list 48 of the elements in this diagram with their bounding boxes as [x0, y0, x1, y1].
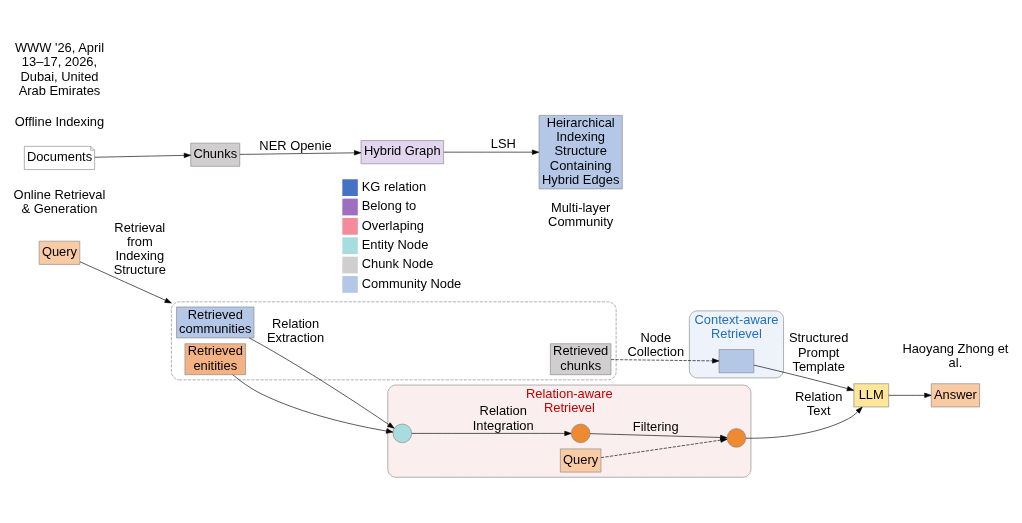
node-circle	[392, 423, 412, 444]
arrow	[248, 337, 395, 429]
edge-label: LSH	[490, 136, 516, 152]
edge-label: Structured Prompt Template	[788, 330, 849, 374]
legend-label: Overlaping	[361, 217, 425, 233]
node-box: Retrieved communities	[176, 306, 255, 339]
arrow	[94, 152, 191, 158]
label: WWW '26, April 13–17, 2026, Dubai, United Arab Emirates	[14, 40, 105, 98]
cluster	[171, 301, 617, 381]
legend-label: Community Node	[361, 275, 462, 291]
arrow	[239, 150, 362, 156]
legend-label: KG relation	[361, 178, 427, 194]
arrow	[745, 406, 863, 439]
node-box: Retrieved enitities	[184, 343, 246, 376]
node-box: Hybrid Graph	[360, 140, 444, 165]
label: Offline Indexing	[14, 114, 105, 130]
edge-label: Node Collection	[627, 329, 685, 359]
label: Haoyang Zhong et al.	[902, 340, 1009, 370]
label: Online Retrieval & Generation	[13, 186, 106, 216]
arrow	[888, 392, 932, 398]
edge-label: Filtering	[632, 418, 679, 434]
node-box: Heirarchical Indexing Structure Containing Hybrid Edges	[538, 115, 623, 190]
node-box: Answer	[930, 383, 980, 408]
node-box: Query	[560, 448, 602, 473]
arrow	[79, 261, 172, 304]
legend-label: Entity Node	[361, 236, 429, 252]
node-box: Chunks	[190, 142, 241, 167]
edge-label: Relation Text	[795, 388, 843, 418]
node-box: Query	[38, 240, 81, 265]
arrow	[411, 430, 572, 436]
node-circle	[726, 428, 747, 448]
edge-label: Relation Integration	[472, 403, 534, 433]
edge-label: Relation Extraction	[266, 315, 325, 345]
node-circle	[571, 423, 591, 444]
arrow	[610, 358, 720, 364]
arrow	[600, 437, 728, 458]
legend-label: Belong to	[361, 198, 417, 214]
arrow	[753, 364, 854, 392]
node-box: Retrieved chunks	[550, 343, 612, 376]
arrow	[443, 149, 540, 155]
arrow	[232, 374, 394, 434]
node-box	[718, 349, 755, 374]
node-box: LLM	[853, 383, 889, 408]
cluster: Context-aware Retrievel	[689, 310, 784, 379]
edge-label: Retrieval from Indexing Structure	[113, 219, 166, 278]
legend-label: Chunk Node	[361, 256, 434, 272]
label: Multi-layer Community	[548, 200, 614, 230]
edge-label: NER Openie	[259, 137, 332, 153]
